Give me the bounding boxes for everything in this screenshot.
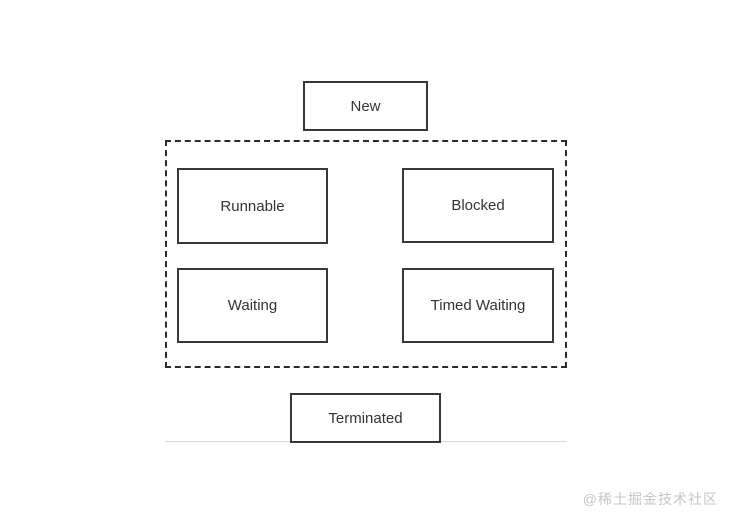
node-timed-waiting-label: Timed Waiting	[430, 297, 526, 314]
node-new-label: New	[350, 97, 381, 115]
node-terminated-label: Terminated	[328, 409, 403, 427]
node-waiting-label: Waiting	[227, 297, 278, 314]
node-runnable: Runnable	[177, 168, 328, 244]
node-blocked: Blocked	[402, 168, 554, 243]
node-new: New	[303, 81, 428, 131]
node-terminated: Terminated	[290, 393, 441, 443]
dashed-group-box	[165, 140, 567, 368]
node-timed-waiting: Timed Waiting	[402, 268, 554, 343]
node-waiting: Waiting	[177, 268, 328, 343]
node-blocked-label: Blocked	[451, 197, 505, 214]
node-runnable-label: Runnable	[220, 197, 285, 215]
watermark-text: @稀土掘金技术社区	[582, 491, 718, 507]
